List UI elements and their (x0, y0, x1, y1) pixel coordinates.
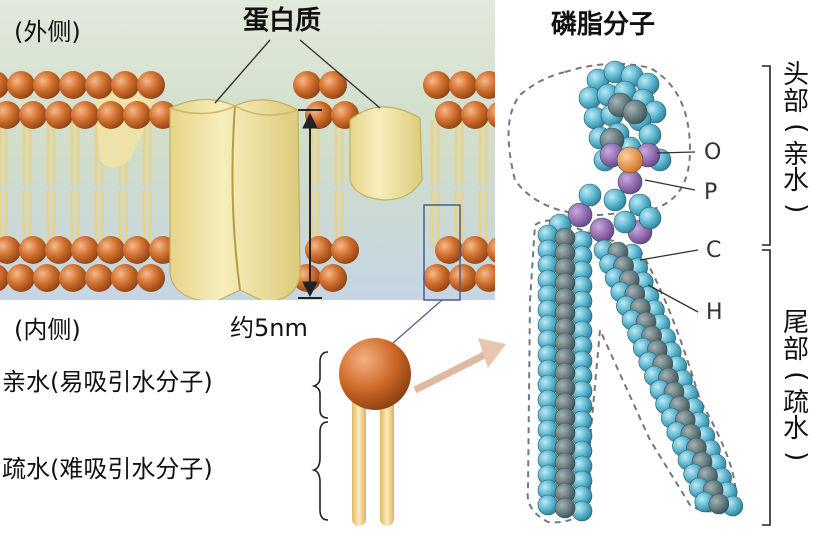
carbon-label: C (706, 238, 722, 263)
lipid-head (59, 264, 87, 292)
oxygen-label: O (704, 140, 722, 165)
lipid-head (137, 71, 165, 99)
hydrogen-label: H (706, 300, 723, 325)
lipid-head (45, 236, 73, 264)
lipid-head (475, 71, 495, 99)
carbon-atom (708, 493, 730, 515)
lipid-head (59, 71, 87, 99)
lipid-head (123, 236, 151, 264)
oxygen-atom (567, 202, 593, 228)
protein-pointer-lines (214, 39, 381, 109)
lipid-head (449, 264, 477, 292)
hydrogen-atom (571, 500, 593, 522)
lipid-head (19, 101, 47, 129)
lipid-head (0, 236, 21, 264)
lipid-head (85, 71, 113, 99)
outer-side-label: (外侧) (14, 18, 81, 46)
lipid-head (0, 101, 21, 129)
lipid-head (461, 101, 489, 129)
hydrogen-atom (613, 210, 637, 234)
zoom-arrow (413, 348, 492, 394)
lipid-head (423, 71, 451, 99)
oxygen-atom (589, 217, 615, 243)
head-label: 头部 (亲水) (781, 62, 811, 221)
lipid-head (19, 236, 47, 264)
hydrogen-atom (578, 183, 602, 207)
lipid-head (45, 101, 73, 129)
tail-title: 尾部 (782, 308, 809, 365)
lipid-head (97, 101, 125, 129)
head-title: 头部 (782, 60, 809, 117)
lipid-head (319, 264, 347, 292)
lipid-head (111, 264, 139, 292)
lipid-head (435, 101, 463, 129)
lipid-head (319, 71, 347, 99)
carbon-atom (554, 497, 576, 519)
peripheral-protein-right (349, 106, 423, 201)
lipid-head (305, 236, 333, 264)
carbon-atom (622, 99, 648, 125)
hydrophobic-label: 疏水(难吸引水分子) (2, 455, 213, 483)
lipid-head (293, 71, 321, 99)
lipid-head (85, 264, 113, 292)
phospholipid-title: 磷脂分子 (551, 10, 656, 40)
lipid-zoom-line (384, 299, 443, 351)
hydrogen-atom (638, 123, 662, 147)
tail-note: (疏水) (781, 371, 812, 461)
head-note: (亲水) (781, 123, 812, 213)
lipid-head (0, 71, 9, 99)
lipid-head (0, 264, 9, 292)
lipid-head (331, 236, 359, 264)
tail-label: 尾部 (疏水) (781, 310, 811, 469)
lipid-head-ball (339, 338, 411, 410)
lipid-head (7, 264, 35, 292)
head-outline (507, 62, 692, 217)
atom-pointer-lines (639, 151, 699, 313)
phosphorus-label: P (704, 180, 718, 205)
lipid-head (71, 236, 99, 264)
lipid-head (111, 71, 139, 99)
lipid-head (487, 102, 495, 128)
lipid-head (97, 236, 125, 264)
hydrophilic-label: 亲水(易吸引水分子) (2, 368, 213, 396)
lipid-tails (0, 120, 488, 248)
zoom-arrow-head (478, 338, 506, 368)
lipid-head (33, 71, 61, 99)
hydrogen-atom (537, 494, 559, 516)
transmembrane-protein (169, 98, 301, 300)
lipid-head (487, 237, 495, 263)
phosphorus-atom (616, 146, 644, 174)
lipid-head (449, 71, 477, 99)
label-braces (311, 351, 329, 521)
thickness-label: 约5nm (230, 314, 308, 342)
right-brackets (762, 65, 771, 526)
phospholipid-molecule-model (507, 60, 744, 524)
protein-label: 蛋白质 (243, 6, 322, 36)
lipid-head (475, 264, 495, 292)
hydrogen-atom (603, 188, 627, 212)
single-phospholipid (339, 338, 411, 526)
lipid-head (435, 236, 463, 264)
lipid-head (33, 264, 61, 292)
lipid-head (461, 236, 489, 264)
thickness-arrow (298, 109, 322, 299)
lipid-head (7, 71, 35, 99)
lipid-head (423, 264, 451, 292)
oxygen-atom (617, 169, 643, 195)
hydrogen-atom (638, 206, 662, 230)
inner-side-label: (内侧) (14, 316, 81, 344)
lipid-head (137, 264, 165, 292)
lipid-head (123, 101, 151, 129)
lipid-head (71, 101, 99, 129)
